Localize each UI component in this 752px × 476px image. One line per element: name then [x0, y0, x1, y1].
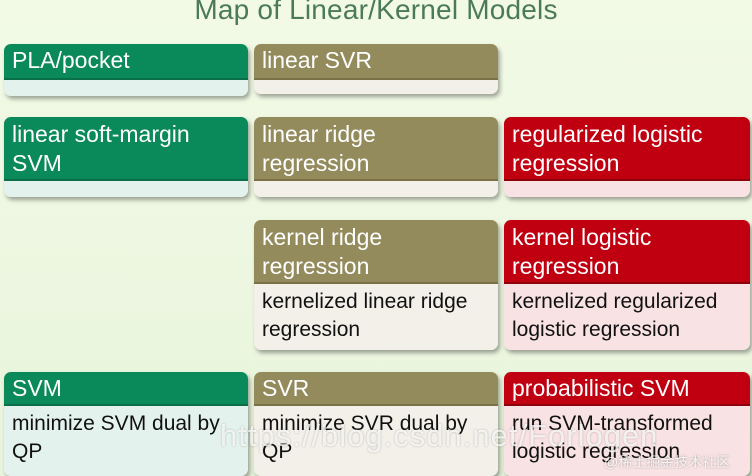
card-probabilistic-svm: probabilistic SVM run SVM-transformed lo…: [504, 372, 750, 476]
card-body: kernelized linear ridge regression: [254, 284, 498, 350]
card-body: minimize SVM dual by QP: [4, 406, 248, 476]
card-divider: [504, 404, 750, 406]
card-header: probabilistic SVM: [504, 372, 750, 404]
card-header: linear soft-margin SVM: [4, 117, 248, 179]
card-body: [254, 80, 498, 94]
card-body: kernelized regularized logistic regressi…: [504, 284, 750, 350]
card-svr: SVR minimize SVR dual by QP: [254, 372, 498, 476]
card-body: [504, 181, 750, 197]
card-body: minimize SVR dual by QP: [254, 406, 498, 476]
card-divider: [504, 282, 750, 284]
card-linear-soft-margin-svm: linear soft-margin SVM: [4, 117, 248, 197]
card-divider: [4, 179, 248, 181]
card-divider: [254, 282, 498, 284]
card-kernel-logistic-regression: kernel logistic regression kernelized re…: [504, 220, 750, 350]
card-linear-ridge-regression: linear ridge regression: [254, 117, 498, 197]
card-body: [254, 181, 498, 197]
card-kernel-ridge-regression: kernel ridge regression kernelized linea…: [254, 220, 498, 350]
card-svm: SVM minimize SVM dual by QP: [4, 372, 248, 476]
page-title: Map of Linear/Kernel Models: [194, 0, 558, 25]
card-regularized-logistic-regression: regularized logistic regression: [504, 117, 750, 197]
card-header: PLA/pocket: [4, 44, 248, 78]
card-divider: [504, 179, 750, 181]
card-header: kernel logistic regression: [504, 220, 750, 282]
card-divider: [4, 404, 248, 406]
card-divider: [254, 78, 498, 80]
card-header: kernel ridge regression: [254, 220, 498, 282]
card-header: regularized logistic regression: [504, 117, 750, 179]
card-divider: [254, 179, 498, 181]
card-header: linear ridge regression: [254, 117, 498, 179]
card-body: [4, 181, 248, 197]
card-body: run SVM-transformed logistic regression: [504, 406, 750, 476]
watermark-source: @稀土掘金技术社区: [604, 454, 731, 470]
card-header: SVR: [254, 372, 498, 404]
card-header: linear SVR: [254, 44, 498, 78]
card-divider: [4, 78, 248, 80]
card-divider: [254, 404, 498, 406]
card-header: SVM: [4, 372, 248, 404]
card-pla-pocket: PLA/pocket: [4, 44, 248, 96]
card-body: [4, 80, 248, 96]
card-linear-svr: linear SVR: [254, 44, 498, 94]
